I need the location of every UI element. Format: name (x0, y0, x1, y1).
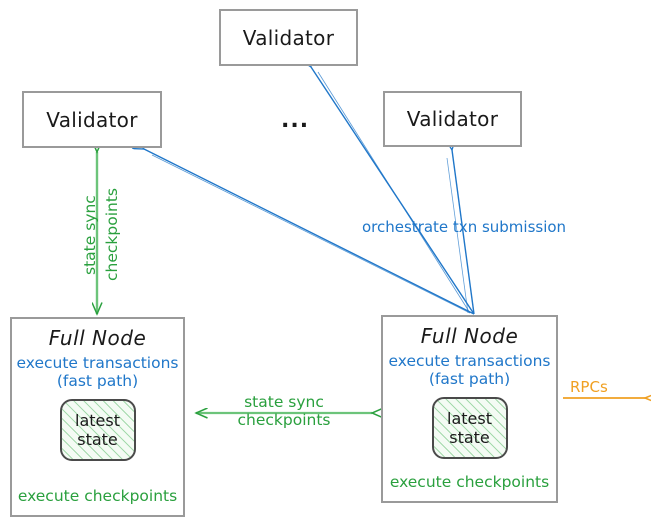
fullnode-right-latest-state: latest state (431, 397, 508, 459)
fullnode-right-title: Full Node (420, 324, 519, 348)
validator-left-label: Validator (46, 107, 138, 132)
fullnode-left-latest-state: latest state (59, 399, 136, 461)
edge-label-state-sync-vertical-line2: checkpoints (103, 188, 121, 281)
fullnode-right-execute-checkpoints: execute checkpoints (389, 473, 550, 491)
fullnode-right-state-line1: latest (447, 409, 492, 428)
fullnode-left-exec-transactions: execute transactions (fast path) (16, 354, 178, 390)
validator-right-label: Validator (406, 107, 499, 131)
fullnode-right-state-line2: state (449, 428, 490, 447)
edge-label-state-sync-vertical-line1: state sync (81, 195, 99, 275)
fullnode-left-state-line1: latest (75, 411, 120, 430)
validator-top-label: Validator (242, 25, 335, 50)
fullnode-right-exec-line2: (fast path) (428, 370, 511, 388)
validators-ellipsis: ... (281, 108, 310, 133)
validator-node-top[interactable]: Validator (219, 9, 358, 66)
fullnode-left-state-line2: state (77, 430, 118, 449)
fullnode-left[interactable]: Full Node execute transactions (fast pat… (10, 317, 185, 517)
fullnode-right-exec-transactions: execute transactions (fast path) (388, 352, 550, 388)
fullnode-left-execute-checkpoints: execute checkpoints (17, 487, 178, 505)
edge-fullnode-to-validator-left (144, 149, 475, 315)
validator-node-left[interactable]: Validator (22, 91, 162, 148)
fullnode-right[interactable]: Full Node execute transactions (fast pat… (381, 315, 558, 503)
fullnode-left-exec-line1: execute transactions (16, 354, 179, 372)
validator-node-right[interactable]: Validator (383, 91, 522, 147)
fullnode-left-title: Full Node (48, 326, 147, 350)
fullnode-left-exec-line2: (fast path) (56, 372, 139, 390)
edge-fullnode-to-validator-right (452, 150, 475, 315)
fullnode-right-exec-line1: execute transactions (388, 352, 551, 370)
